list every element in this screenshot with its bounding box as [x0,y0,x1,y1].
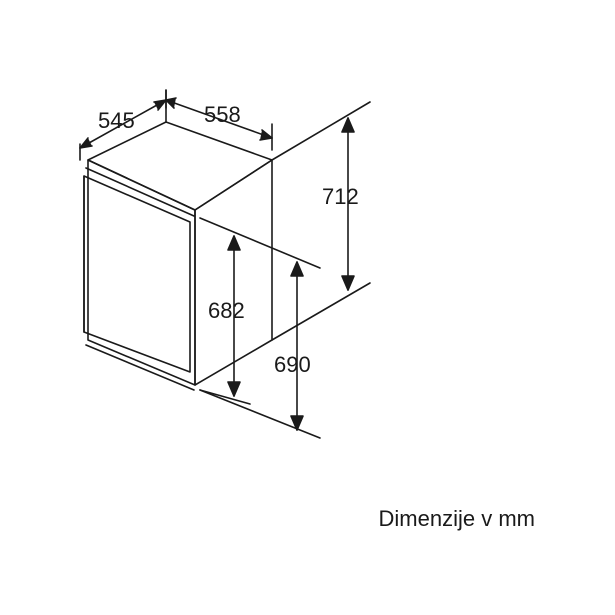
appliance-door [83,167,195,391]
door-panel [83,175,191,373]
appliance-body-outline [87,121,273,386]
niche-height-dimensions [199,217,321,439]
door-top-edge [85,167,195,217]
depth-label: 545 [98,108,135,133]
door-bottom-edge [85,344,195,391]
appliance-front-face [87,159,196,386]
total-height-dimension [271,101,371,341]
width-label: 558 [204,102,241,127]
appliance-top-face [87,121,273,211]
depth-dimension [79,89,167,161]
niche-height-min-label: 682 [208,298,245,323]
niche-height-max-label: 690 [274,352,311,377]
width-dimension [165,89,273,151]
total-height-label: 712 [322,184,359,209]
